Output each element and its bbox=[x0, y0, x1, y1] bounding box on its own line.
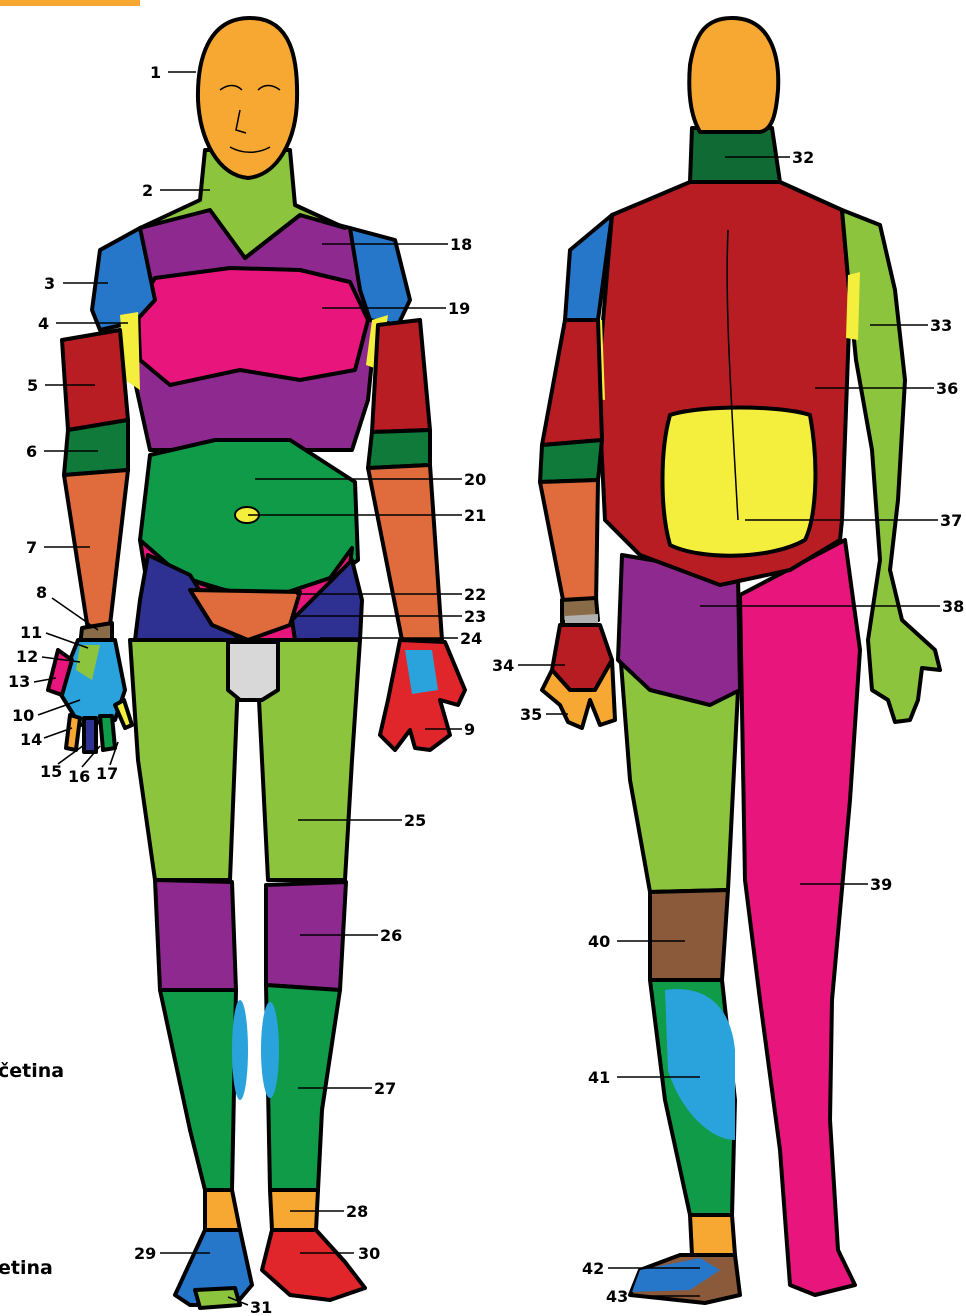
label-36: 36 bbox=[936, 379, 958, 398]
label-27: 27 bbox=[374, 1079, 396, 1098]
front-figure bbox=[48, 18, 465, 1308]
label-4: 4 bbox=[38, 314, 49, 333]
label-15: 15 bbox=[40, 762, 62, 781]
label-3: 3 bbox=[44, 274, 55, 293]
label-10: 10 bbox=[12, 706, 34, 725]
label-41: 41 bbox=[588, 1068, 610, 1087]
label-17: 17 bbox=[96, 764, 118, 783]
label-12: 12 bbox=[16, 647, 38, 666]
label-24: 24 bbox=[460, 629, 482, 648]
label-42: 42 bbox=[582, 1259, 604, 1278]
label-31: 31 bbox=[250, 1298, 272, 1316]
label-7: 7 bbox=[26, 538, 37, 557]
label-19: 19 bbox=[448, 299, 470, 318]
label-2: 2 bbox=[142, 181, 153, 200]
label-28: 28 bbox=[346, 1202, 368, 1221]
label-26: 26 bbox=[380, 926, 402, 945]
back-figure bbox=[540, 18, 940, 1303]
label-1: 1 bbox=[150, 63, 161, 82]
label-34: 34 bbox=[492, 656, 514, 675]
label-18: 18 bbox=[450, 235, 472, 254]
label-38: 38 bbox=[942, 597, 964, 616]
label-11: 11 bbox=[20, 623, 42, 642]
label-21: 21 bbox=[464, 506, 486, 525]
label-35: 35 bbox=[520, 705, 542, 724]
label-13: 13 bbox=[8, 672, 30, 691]
label-20: 20 bbox=[464, 470, 486, 489]
label-43: 43 bbox=[606, 1287, 628, 1306]
label-14: 14 bbox=[20, 730, 42, 749]
label-22: 22 bbox=[464, 585, 486, 604]
label-32: 32 bbox=[792, 148, 814, 167]
label-39: 39 bbox=[870, 875, 892, 894]
label-25: 25 bbox=[404, 811, 426, 830]
label-5: 5 bbox=[27, 376, 38, 395]
label-23: 23 bbox=[464, 607, 486, 626]
side-text-2: etina bbox=[0, 1257, 53, 1279]
label-33: 33 bbox=[930, 316, 952, 335]
label-9: 9 bbox=[464, 720, 475, 739]
label-30: 30 bbox=[358, 1244, 380, 1263]
label-29: 29 bbox=[134, 1244, 156, 1263]
label-40: 40 bbox=[588, 932, 610, 951]
side-text-1: četina bbox=[0, 1060, 64, 1082]
label-37: 37 bbox=[940, 511, 962, 530]
label-16: 16 bbox=[68, 767, 90, 786]
corner-accent bbox=[0, 0, 140, 6]
label-6: 6 bbox=[26, 442, 37, 461]
label-8: 8 bbox=[36, 583, 47, 602]
